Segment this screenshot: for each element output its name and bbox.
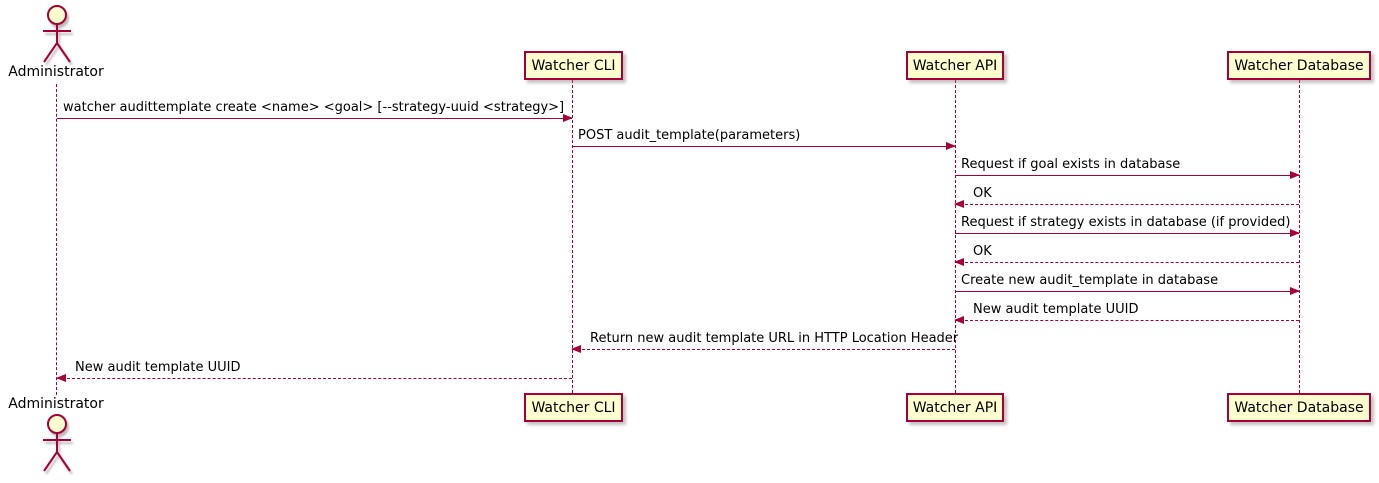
participant-watcher-api-top: Watcher API	[906, 51, 1004, 80]
message-8: New audit template UUID	[954, 302, 1299, 324]
arrowhead-icon	[1290, 287, 1300, 295]
message-label: POST audit_template(parameters)	[578, 128, 801, 143]
message-6: OK	[954, 244, 1299, 266]
participant-label: Watcher Database	[1234, 399, 1364, 416]
arrowhead-icon	[563, 114, 573, 122]
message-9: Return new audit template URL in HTTP Lo…	[571, 331, 959, 353]
message-line	[56, 374, 572, 382]
message-line	[954, 258, 1299, 266]
participant-watcher-database-bottom: Watcher Database	[1227, 393, 1371, 422]
arrowhead-icon	[954, 200, 964, 208]
lifeline-watcher-api	[955, 80, 956, 393]
message-7: Create new audit_template in database	[955, 273, 1300, 295]
message-label: Request if goal exists in database	[961, 157, 1181, 172]
lifeline-watcher-cli	[572, 80, 573, 393]
message-label: OK	[973, 244, 992, 259]
participant-watcher-cli-top: Watcher CLI	[524, 51, 623, 80]
message-line	[954, 316, 1299, 324]
participant-watcher-api-bottom: Watcher API	[906, 393, 1004, 422]
actor-icon	[43, 414, 71, 472]
arrowhead-icon	[571, 345, 581, 353]
participant-label: Watcher API	[912, 57, 998, 74]
participant-watcher-cli-bottom: Watcher CLI	[524, 393, 623, 422]
arrowhead-icon	[1290, 171, 1300, 179]
arrowhead-icon	[1290, 229, 1300, 237]
arrowhead-icon	[56, 374, 66, 382]
message-label: New audit template UUID	[973, 302, 1139, 317]
message-5: Request if strategy exists in database (…	[955, 215, 1300, 237]
actor-label-top: Administrator	[8, 64, 104, 80]
participant-label: Watcher Database	[1234, 57, 1364, 74]
message-line	[57, 114, 573, 122]
message-label: Request if strategy exists in database (…	[961, 215, 1291, 230]
message-line	[955, 229, 1300, 237]
message-2: POST audit_template(parameters)	[572, 128, 956, 150]
message-label: New audit template UUID	[75, 360, 241, 375]
message-line	[955, 287, 1300, 295]
arrowhead-icon	[954, 316, 964, 324]
message-10: New audit template UUID	[56, 360, 572, 382]
message-4: OK	[954, 186, 1299, 208]
message-label: Create new audit_template in database	[961, 273, 1219, 288]
message-line	[955, 171, 1300, 179]
message-line	[572, 142, 956, 150]
message-1: watcher audittemplate create <name> <goa…	[57, 100, 573, 122]
message-line	[571, 345, 955, 353]
participant-label: Watcher API	[912, 399, 998, 416]
participant-watcher-database-top: Watcher Database	[1227, 51, 1371, 80]
actor-label-bottom: Administrator	[8, 396, 104, 412]
lifeline-administrator	[56, 84, 57, 395]
participant-label: Watcher CLI	[531, 399, 616, 416]
message-label: Return new audit template URL in HTTP Lo…	[590, 331, 959, 346]
actor-icon	[43, 5, 71, 63]
arrowhead-icon	[954, 258, 964, 266]
message-line	[954, 200, 1299, 208]
message-3: Request if goal exists in database	[955, 157, 1300, 179]
message-label: watcher audittemplate create <name> <goa…	[63, 100, 565, 115]
participant-label: Watcher CLI	[531, 57, 616, 74]
arrowhead-icon	[946, 142, 956, 150]
message-label: OK	[973, 186, 992, 201]
